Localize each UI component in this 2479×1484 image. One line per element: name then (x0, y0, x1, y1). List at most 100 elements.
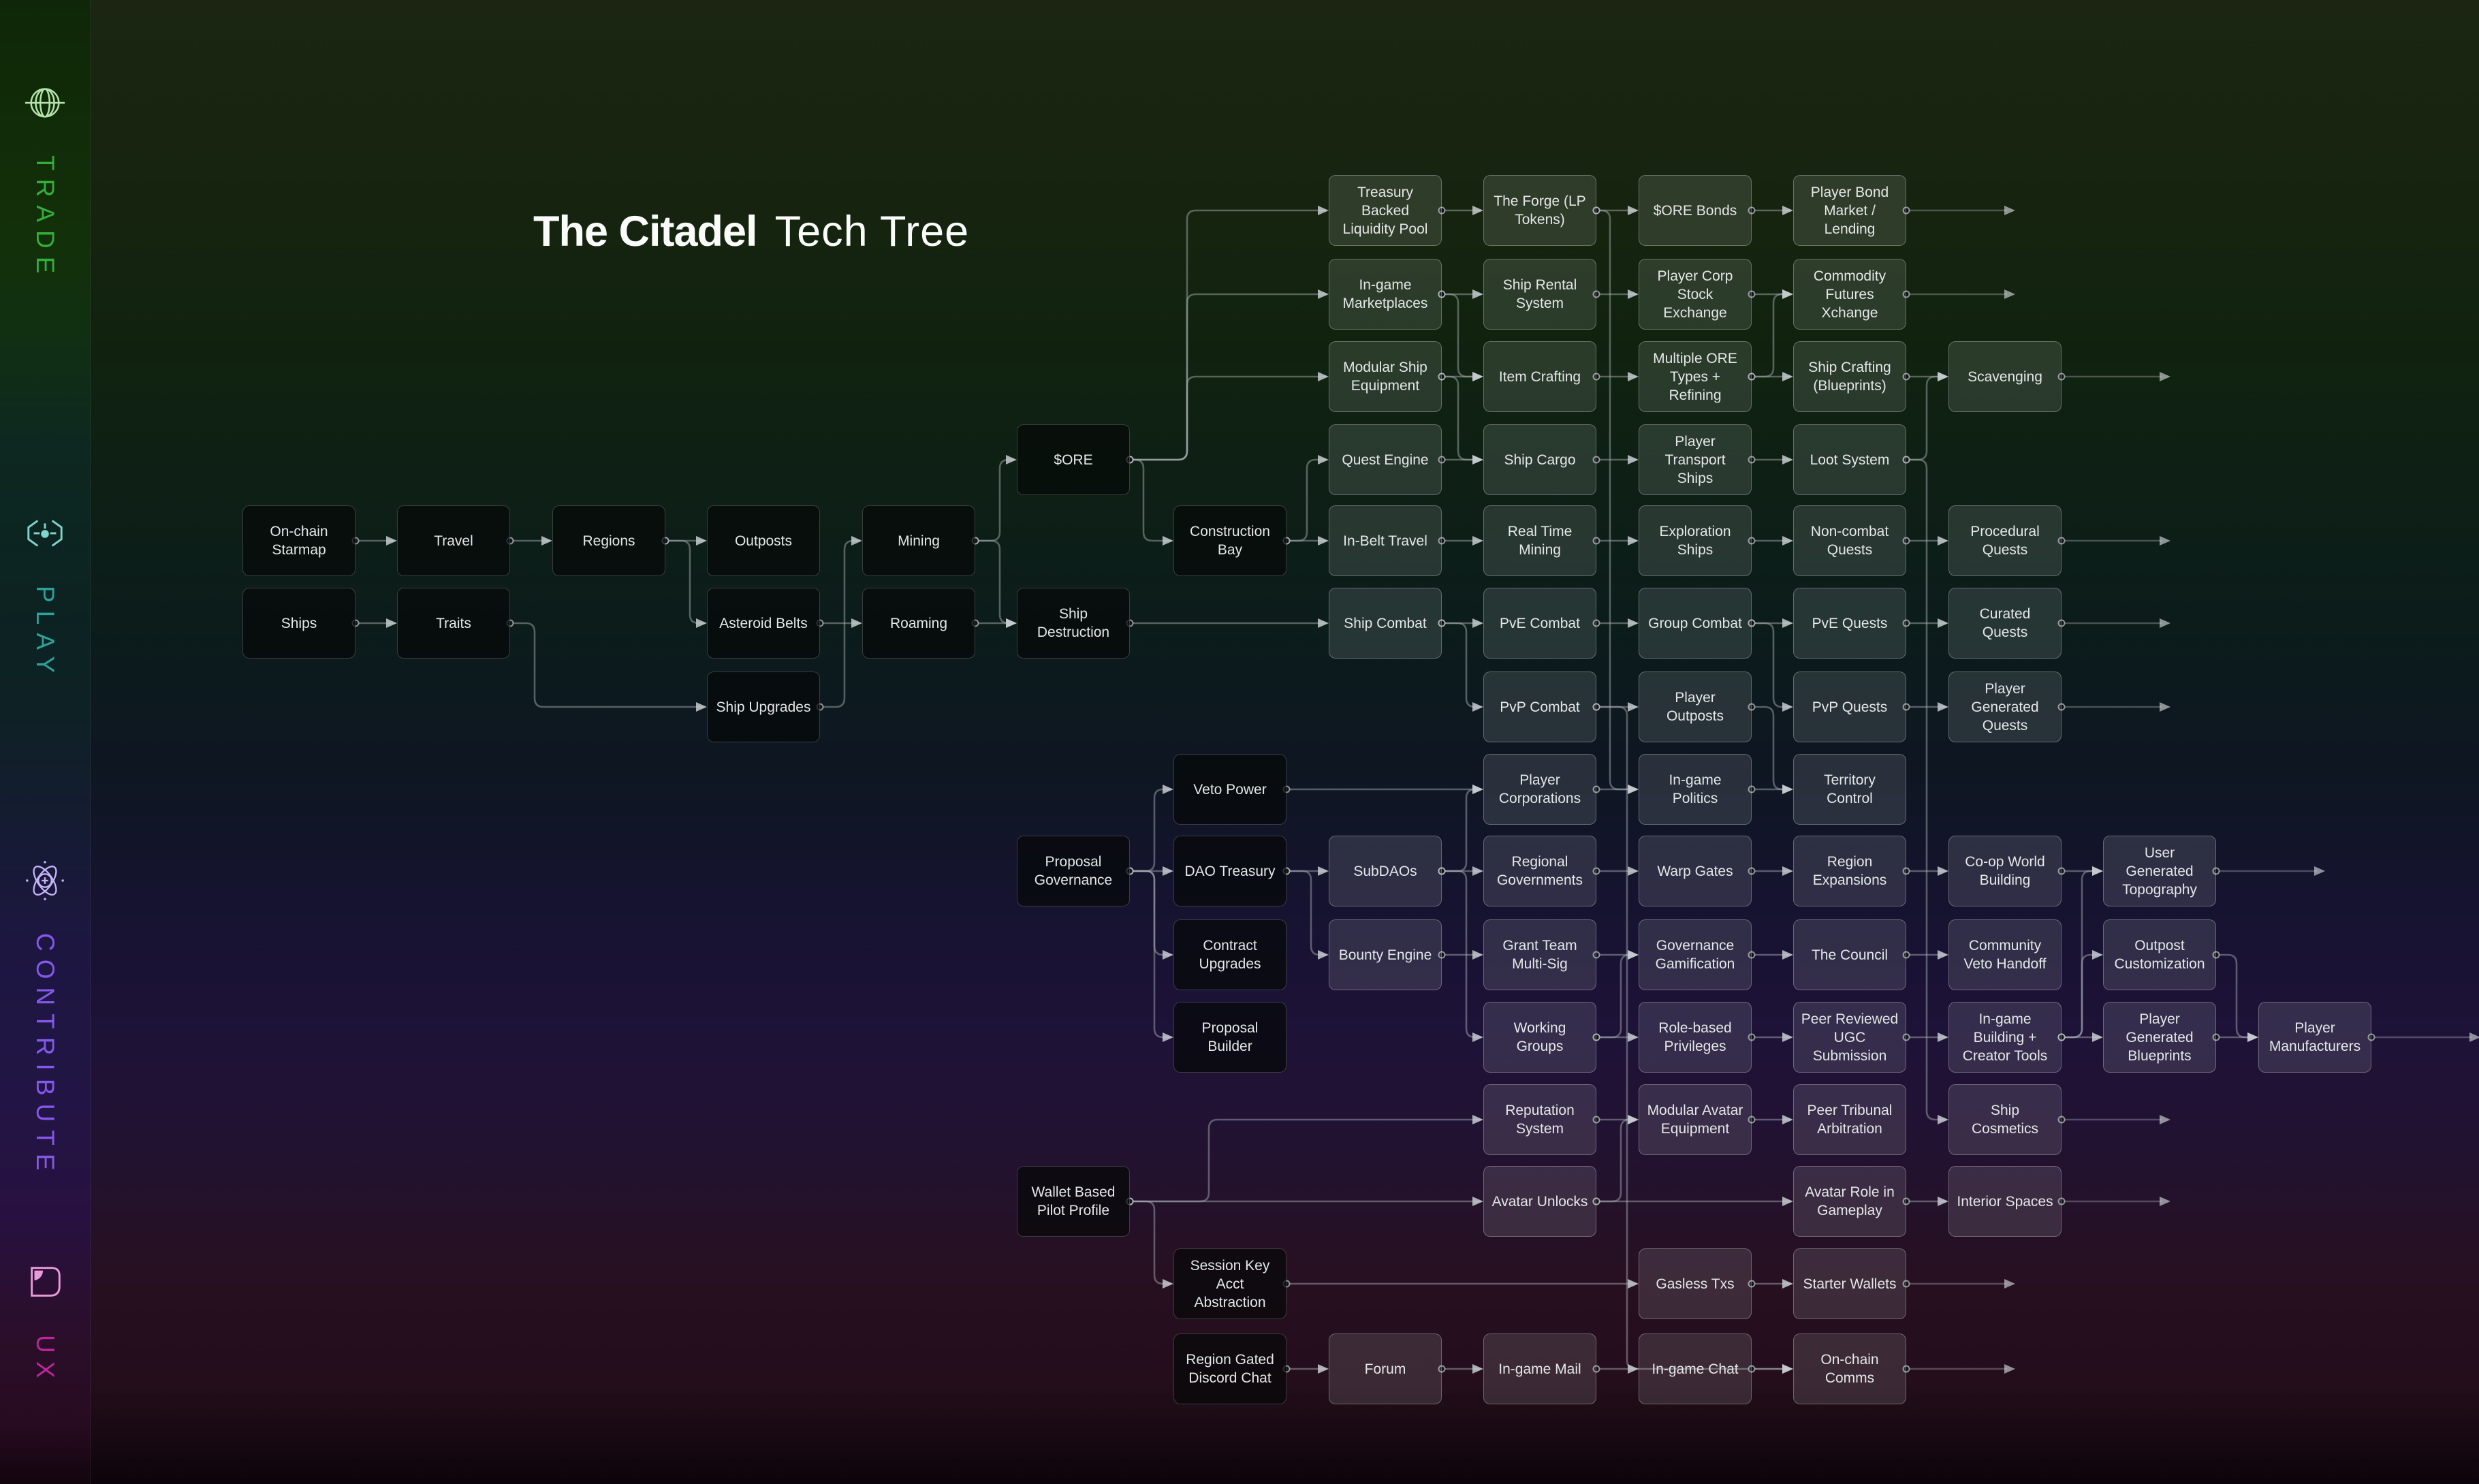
sidebar-section-play[interactable]: PLAY (0, 512, 90, 681)
edge-forum-in-game-mail (1438, 1364, 1483, 1374)
sidebar-label-ux: UX (31, 1335, 59, 1387)
edge-ore-construction-bay (1126, 456, 1173, 546)
node-in-game-building: In-game Building + Creator Tools (1948, 1002, 2062, 1073)
node-peer-reviewed-ugc: Peer Reviewed UGC Submission (1793, 1002, 1906, 1073)
node-in-game-mail: In-game Mail (1483, 1333, 1596, 1404)
edge-warp-gates-region-expansions (1748, 866, 1793, 876)
node-item-crafting: Item Crafting (1483, 341, 1596, 412)
node-contract-upgrades: Contract Upgrades (1173, 919, 1286, 990)
edge-session-key-gasless-txs (1282, 1279, 1639, 1289)
sidebar-label-trade: TRADE (31, 155, 59, 282)
edge-region-gated-discord-chat-forum (1282, 1364, 1329, 1374)
edge-wallet-based-pilot-profile-session-key (1126, 1197, 1173, 1289)
edge-in-game-mail-in-game-chat (1592, 1364, 1639, 1374)
node-ship-crafting: Ship Crafting (Blueprints) (1793, 341, 1906, 412)
node-starter-wallets: Starter Wallets (1793, 1248, 1906, 1319)
edge-exploration-ships-non-combat-quests (1748, 536, 1793, 546)
edge-item-crafting-multiple-ore (1592, 372, 1639, 381)
edge-proposal-governance-veto-power (1126, 785, 1173, 875)
node-on-chain-comms: On-chain Comms (1793, 1333, 1906, 1404)
node-travel: Travel (397, 505, 510, 576)
edge-in-game-building-outpost-customization (2057, 950, 2103, 1041)
edge-ore-modular-ship-equipment (1126, 372, 1329, 464)
node-ship-cosmetics: Ship Cosmetics (1948, 1084, 2062, 1155)
edge-gasless-txs-starter-wallets (1748, 1279, 1793, 1289)
node-construction-bay: Construction Bay (1173, 505, 1286, 576)
node-ship-combat: Ship Combat (1329, 588, 1442, 659)
edge-ore-treasury-backed (1126, 206, 1329, 464)
node-grant-team: Grant Team Multi-Sig (1483, 919, 1596, 990)
category-sidebar: TRADE PLAY CONTRIBUTE UX (0, 0, 91, 1484)
sidebar-section-ux[interactable]: UX (0, 1261, 90, 1386)
node-gasless-txs: Gasless Txs (1639, 1248, 1752, 1319)
edge-region-expansions-co-op-world (1902, 866, 1948, 876)
edge-modular-ship-equipment-ship-cargo (1438, 373, 1483, 464)
node-player-corporations: Player Corporations (1483, 754, 1596, 825)
edge-player-transport-loot-system (1748, 455, 1793, 464)
edge-dao-treasury-bounty-engine (1282, 867, 1329, 960)
node-player-corp-stock: Player Corp Stock Exchange (1639, 259, 1752, 330)
edge-proposal-governance-contract-upgrades (1126, 867, 1173, 960)
edge-quest-engine-ship-cargo (1438, 455, 1483, 464)
node-dao-treasury: DAO Treasury (1173, 836, 1286, 906)
exit-edge-user-gen-topography (2212, 866, 2325, 876)
node-regional-governments: Regional Governments (1483, 836, 1596, 906)
node-ship-cargo: Ship Cargo (1483, 424, 1596, 495)
node-ore: $ORE (1017, 424, 1130, 495)
node-quest-engine: Quest Engine (1329, 424, 1442, 495)
edge-travel-regions (506, 536, 552, 546)
crosshair-icon (24, 512, 66, 586)
node-proposal-governance: Proposal Governance (1017, 836, 1130, 906)
exit-edge-interior-spaces (2057, 1197, 2170, 1206)
edge-pvp-quests-player-generated-quests (1902, 702, 1948, 712)
node-treasury-backed: Treasury Backed Liquidity Pool (1329, 175, 1442, 246)
edge-role-based-peer-reviewed-ugc (1748, 1032, 1793, 1042)
edge-ship-destruction-ship-combat (1126, 618, 1329, 628)
node-interior-spaces: Interior Spaces (1948, 1166, 2062, 1237)
node-in-game-politics: In-game Politics (1639, 754, 1752, 825)
edge-the-forge-in-game-politics (1592, 206, 1639, 794)
sidebar-label-play: PLAY (31, 586, 59, 681)
sidebar-section-contribute[interactable]: CONTRIBUTE (0, 859, 90, 1179)
node-player-bond-market: Player Bond Market / Lending (1793, 175, 1906, 246)
exit-edge-on-chain-comms (1902, 1364, 2015, 1374)
edge-non-combat-quests-procedural-quests (1902, 536, 1948, 546)
node-commodity-futures: Commodity Futures Xchange (1793, 259, 1906, 330)
exit-edge-ship-cosmetics (2057, 1115, 2170, 1124)
node-peer-tribunal: Peer Tribunal Arbitration (1793, 1084, 1906, 1155)
edge-loot-system-ship-cosmetics (1902, 456, 1948, 1124)
node-community-veto: Community Veto Handoff (1948, 919, 2062, 990)
edge-ship-cargo-player-transport (1592, 455, 1639, 464)
edge-avatar-unlocks-avatar-role (1592, 1197, 1793, 1206)
node-player-gen-blueprints: Player Generated Blueprints (2103, 1002, 2216, 1073)
edge-treasury-backed-the-forge (1438, 206, 1483, 215)
node-procedural-quests: Procedural Quests (1948, 505, 2062, 576)
edge-subdaos-working-groups (1438, 867, 1483, 1042)
node-co-op-world: Co-op World Building (1948, 836, 2062, 906)
edge-on-chain-starmap-travel (351, 536, 397, 546)
node-region-gated-discord-chat: Region Gated Discord Chat (1173, 1333, 1286, 1404)
edge-pve-quests-curated-quests (1902, 618, 1948, 628)
node-outposts: Outposts (707, 505, 820, 576)
node-region-expansions: Region Expansions (1793, 836, 1906, 906)
sidebar-label-contribute: CONTRIBUTE (31, 933, 59, 1179)
node-user-gen-topography: User Generated Topography (2103, 836, 2216, 906)
edge-proposal-governance-proposal-builder (1126, 867, 1173, 1042)
title-bold: The Citadel (533, 208, 758, 256)
edge-roaming-ship-destruction (971, 618, 1017, 628)
sidebar-section-trade[interactable]: TRADE (0, 82, 90, 281)
edge-in-game-politics-territory-control (1748, 785, 1793, 794)
node-exploration-ships: Exploration Ships (1639, 505, 1752, 576)
node-roaming: Roaming (862, 588, 975, 659)
edge-mining-ore (971, 455, 1017, 545)
node-reputation-system: Reputation System (1483, 1084, 1596, 1155)
node-ship-upgrades: Ship Upgrades (707, 672, 820, 742)
node-player-transport: Player Transport Ships (1639, 424, 1752, 495)
edge-avatar-role-interior-spaces (1902, 1197, 1948, 1206)
edge-pve-combat-group-combat (1592, 618, 1639, 628)
node-avatar-role: Avatar Role in Gameplay (1793, 1166, 1906, 1237)
node-ship-rental: Ship Rental System (1483, 259, 1596, 330)
